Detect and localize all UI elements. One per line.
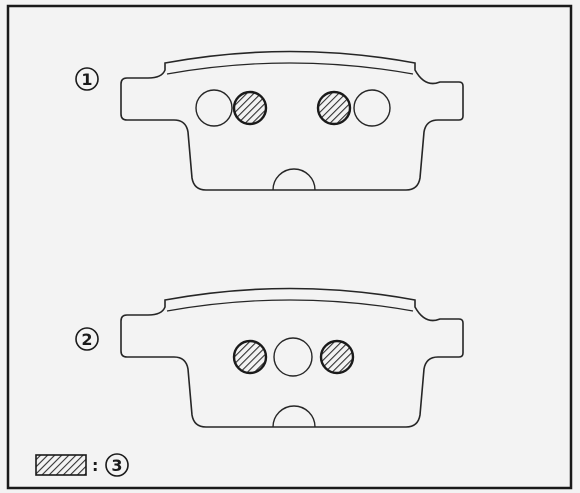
callout-1-label: 1 (81, 70, 92, 89)
legend-hatch-swatch (35, 454, 87, 476)
callout-3-label: 3 (111, 456, 122, 475)
hatched-hole (232, 90, 268, 126)
hatched-hole (232, 339, 268, 375)
pad-variant-1 (120, 50, 464, 191)
plain-hole (195, 89, 233, 127)
callout-2-label: 2 (81, 330, 92, 349)
figure-border (6, 4, 573, 490)
center-notch (272, 168, 316, 191)
hatched-hole (316, 90, 352, 126)
callout-3 (105, 453, 129, 477)
callout-2: 2 (75, 327, 99, 351)
hatched-hole (319, 339, 355, 375)
center-notch (272, 405, 316, 428)
legend-separator: : (92, 456, 98, 475)
callout-1: 1 (75, 67, 99, 91)
pad-variant-2 (120, 287, 464, 428)
legend: : 3 (35, 453, 129, 477)
plain-hole (273, 337, 313, 377)
plain-hole (353, 89, 391, 127)
